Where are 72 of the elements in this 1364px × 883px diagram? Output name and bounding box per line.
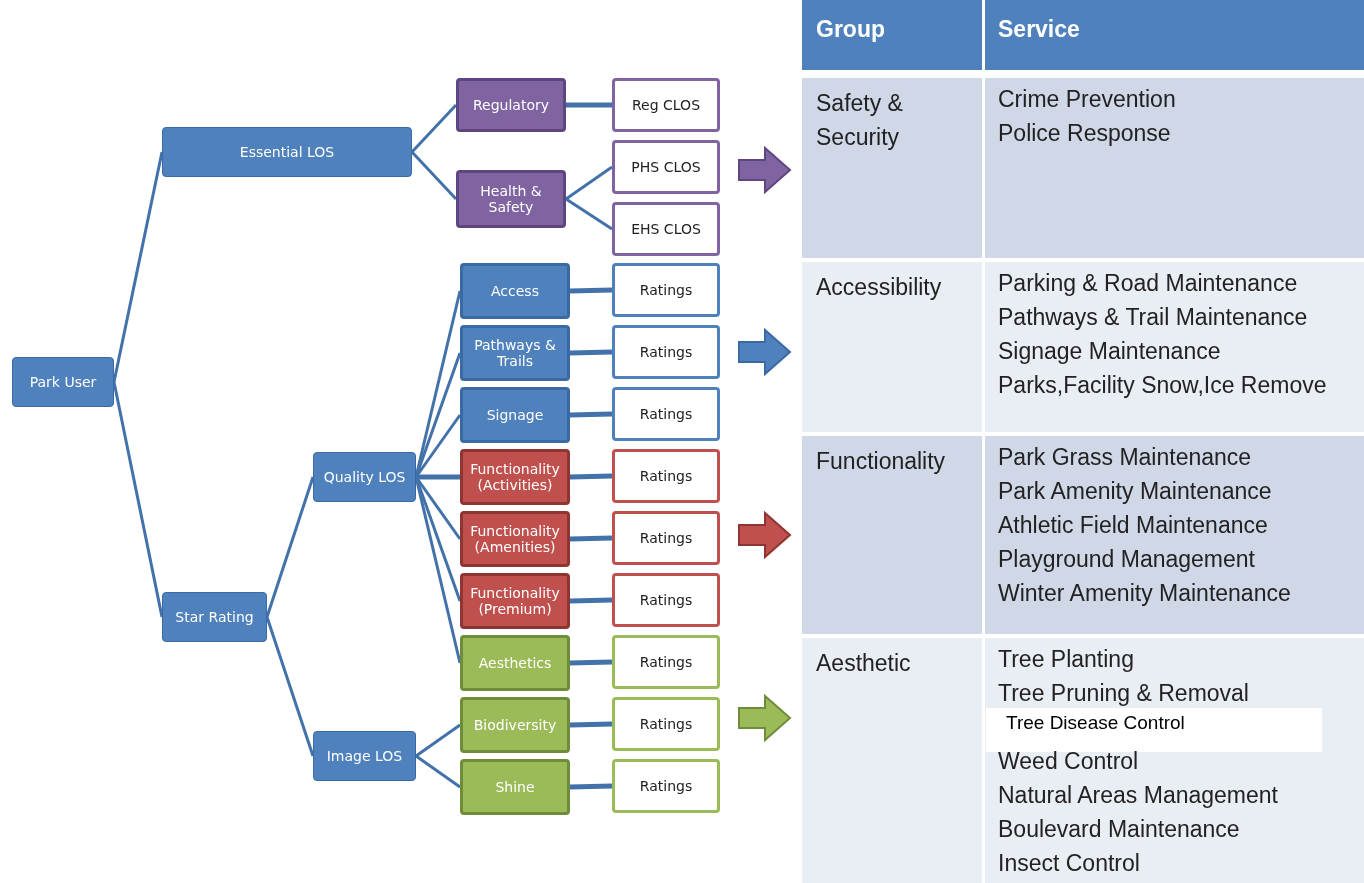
- rating-box: Ratings: [612, 449, 720, 503]
- group-text: Functionality: [816, 447, 947, 476]
- category-box: Signage: [460, 387, 570, 443]
- rating-box: Ratings: [612, 697, 720, 751]
- connector-line: [410, 150, 458, 201]
- group-text: Accessibility: [816, 273, 943, 302]
- category-box: Quality LOS: [313, 452, 416, 502]
- connector-line: [265, 616, 315, 757]
- rating-box: Ratings: [612, 573, 720, 627]
- category-box: Functionality (Premium): [460, 573, 570, 629]
- connector-line: [569, 473, 613, 480]
- category-box: Access: [460, 263, 570, 319]
- category-box: Aesthetics: [460, 635, 570, 691]
- connector-line: [569, 287, 613, 294]
- service-text: Insect Control: [998, 850, 1140, 877]
- connector-line: [569, 721, 613, 728]
- service-text: Athletic Field Maintenance: [998, 512, 1268, 539]
- service-text: Park Amenity Maintenance: [998, 478, 1272, 505]
- service-text: Pathways & Trail Maintenance: [998, 304, 1308, 331]
- rating-box: Ratings: [612, 759, 720, 813]
- category-box: Image LOS: [313, 731, 416, 781]
- service-text: Boulevard Maintenance: [998, 816, 1240, 843]
- rating-box: Ratings: [612, 325, 720, 379]
- service-text: Tree Planting: [998, 646, 1134, 673]
- service-text: Park Grass Maintenance: [998, 444, 1252, 471]
- connector-line: [566, 102, 612, 108]
- connector-line: [265, 476, 315, 618]
- rating-box: Reg CLOS: [612, 78, 720, 132]
- category-box: Health & Safety: [456, 170, 566, 228]
- connector-line: [112, 151, 164, 383]
- group-text: Safety & Security: [816, 89, 904, 152]
- service-text: Signage Maintenance: [998, 338, 1221, 365]
- connector-line: [569, 597, 613, 604]
- service-text: Parking & Road Maintenance: [998, 270, 1298, 297]
- rating-box: Ratings: [612, 635, 720, 689]
- rating-box: PHS CLOS: [612, 140, 720, 194]
- connector-line: [416, 474, 460, 480]
- connector-line: [415, 754, 461, 789]
- service-text: Tree Disease Control: [986, 708, 1322, 752]
- category-box: Regulatory: [456, 78, 566, 132]
- category-box: Functionality (Activities): [460, 449, 570, 505]
- connector-line: [410, 103, 458, 154]
- connector-line: [565, 165, 613, 201]
- service-text: Crime Prevention: [998, 86, 1176, 113]
- service-text: Winter Amenity Maintenance: [998, 580, 1291, 607]
- rating-box: Ratings: [612, 263, 720, 317]
- connector-line: [112, 381, 164, 618]
- header-text: Group: [816, 16, 885, 43]
- service-text: Police Response: [998, 120, 1171, 147]
- service-text: Tree Pruning & Removal: [998, 680, 1249, 707]
- rating-box: Ratings: [612, 387, 720, 441]
- service-text: Parks,Facility Snow,Ice Remove: [998, 372, 1327, 399]
- category-box: Biodiversity: [460, 697, 570, 753]
- category-box: Park User: [12, 357, 114, 407]
- category-box: Functionality (Amenities): [460, 511, 570, 567]
- service-text: Natural Areas Management: [998, 782, 1278, 809]
- category-box: Pathways & Trails: [460, 325, 570, 381]
- header-text: Service: [998, 16, 1080, 43]
- rating-box: Ratings: [612, 511, 720, 565]
- connector-line: [569, 535, 613, 542]
- connector-line: [569, 783, 613, 790]
- category-box: Essential LOS: [162, 127, 412, 177]
- connector-line: [569, 411, 613, 418]
- category-box: Shine: [460, 759, 570, 815]
- connector-line: [565, 197, 613, 231]
- connector-line: [569, 349, 613, 356]
- category-box: Star Rating: [162, 592, 267, 642]
- connector-line: [415, 723, 461, 758]
- rating-box: EHS CLOS: [612, 202, 720, 256]
- service-text: Playground Management: [998, 546, 1255, 573]
- connector-line: [569, 659, 613, 666]
- group-text: Aesthetic: [816, 649, 912, 678]
